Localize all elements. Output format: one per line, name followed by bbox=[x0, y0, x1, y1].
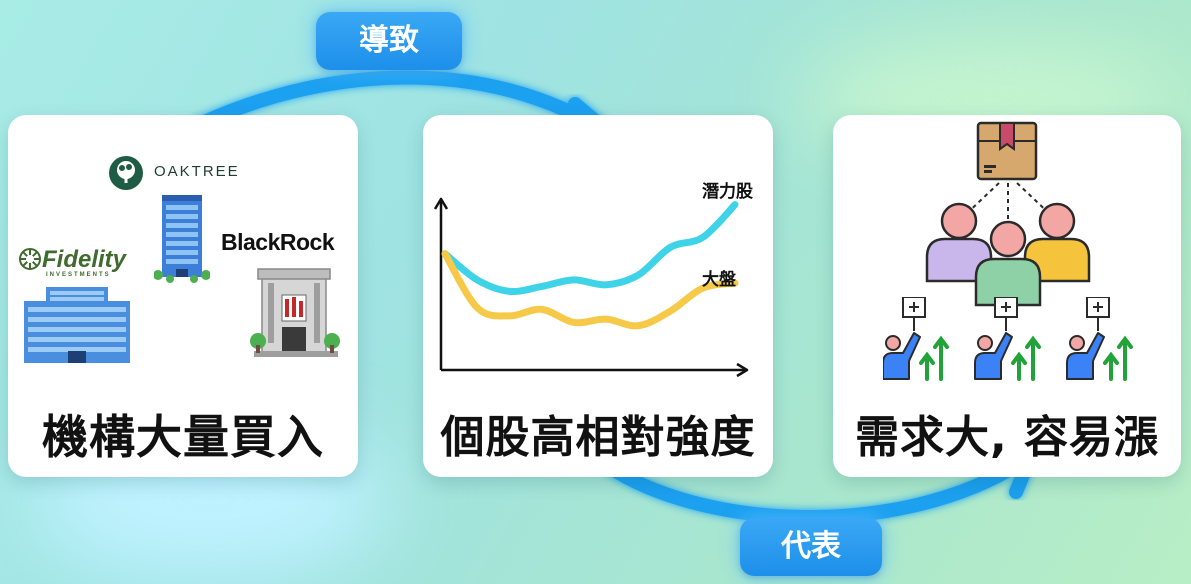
series-line-potential bbox=[441, 201, 739, 296]
series-label-potential: 潛力股 bbox=[702, 182, 753, 202]
fidelity-logo-text: Fidelity bbox=[42, 246, 127, 273]
lead-label-pill: 導致 bbox=[316, 12, 462, 70]
relative-strength-card: 潛力股 大盤 個股高相對強度 bbox=[423, 115, 773, 477]
demand-card: 需求大, 容易漲 bbox=[833, 115, 1181, 477]
card-title: 機構大量買入 bbox=[42, 410, 324, 464]
oaktree-logo-icon bbox=[109, 156, 143, 190]
institutional-card: OAKTREE BlackRock Fidelity INVESTMENTS bbox=[8, 115, 358, 477]
office-tower-icon bbox=[154, 195, 210, 283]
x-axis-arrow bbox=[736, 362, 749, 378]
represent-label-pill: 代表 bbox=[740, 518, 882, 576]
card-title: 需求大, 容易漲 bbox=[854, 412, 1160, 463]
series-label-market: 大盤 bbox=[702, 270, 736, 290]
fidelity-logo-subtext: INVESTMENTS bbox=[46, 272, 111, 278]
blackrock-logo-text: BlackRock bbox=[221, 229, 335, 255]
people-group-icon bbox=[925, 202, 1091, 307]
supporters-row-icon bbox=[883, 297, 1133, 381]
office-building-icon bbox=[24, 287, 130, 363]
card-title: 個股高相對強度 bbox=[440, 412, 756, 463]
series-line-market bbox=[441, 250, 739, 330]
y-axis-arrow bbox=[433, 197, 449, 210]
oaktree-logo-text: OAKTREE bbox=[154, 163, 240, 180]
bank-building-icon bbox=[250, 268, 340, 357]
fidelity-logo-icon bbox=[19, 248, 41, 270]
relative-strength-chart bbox=[433, 197, 749, 378]
product-box-icon bbox=[976, 121, 1038, 181]
